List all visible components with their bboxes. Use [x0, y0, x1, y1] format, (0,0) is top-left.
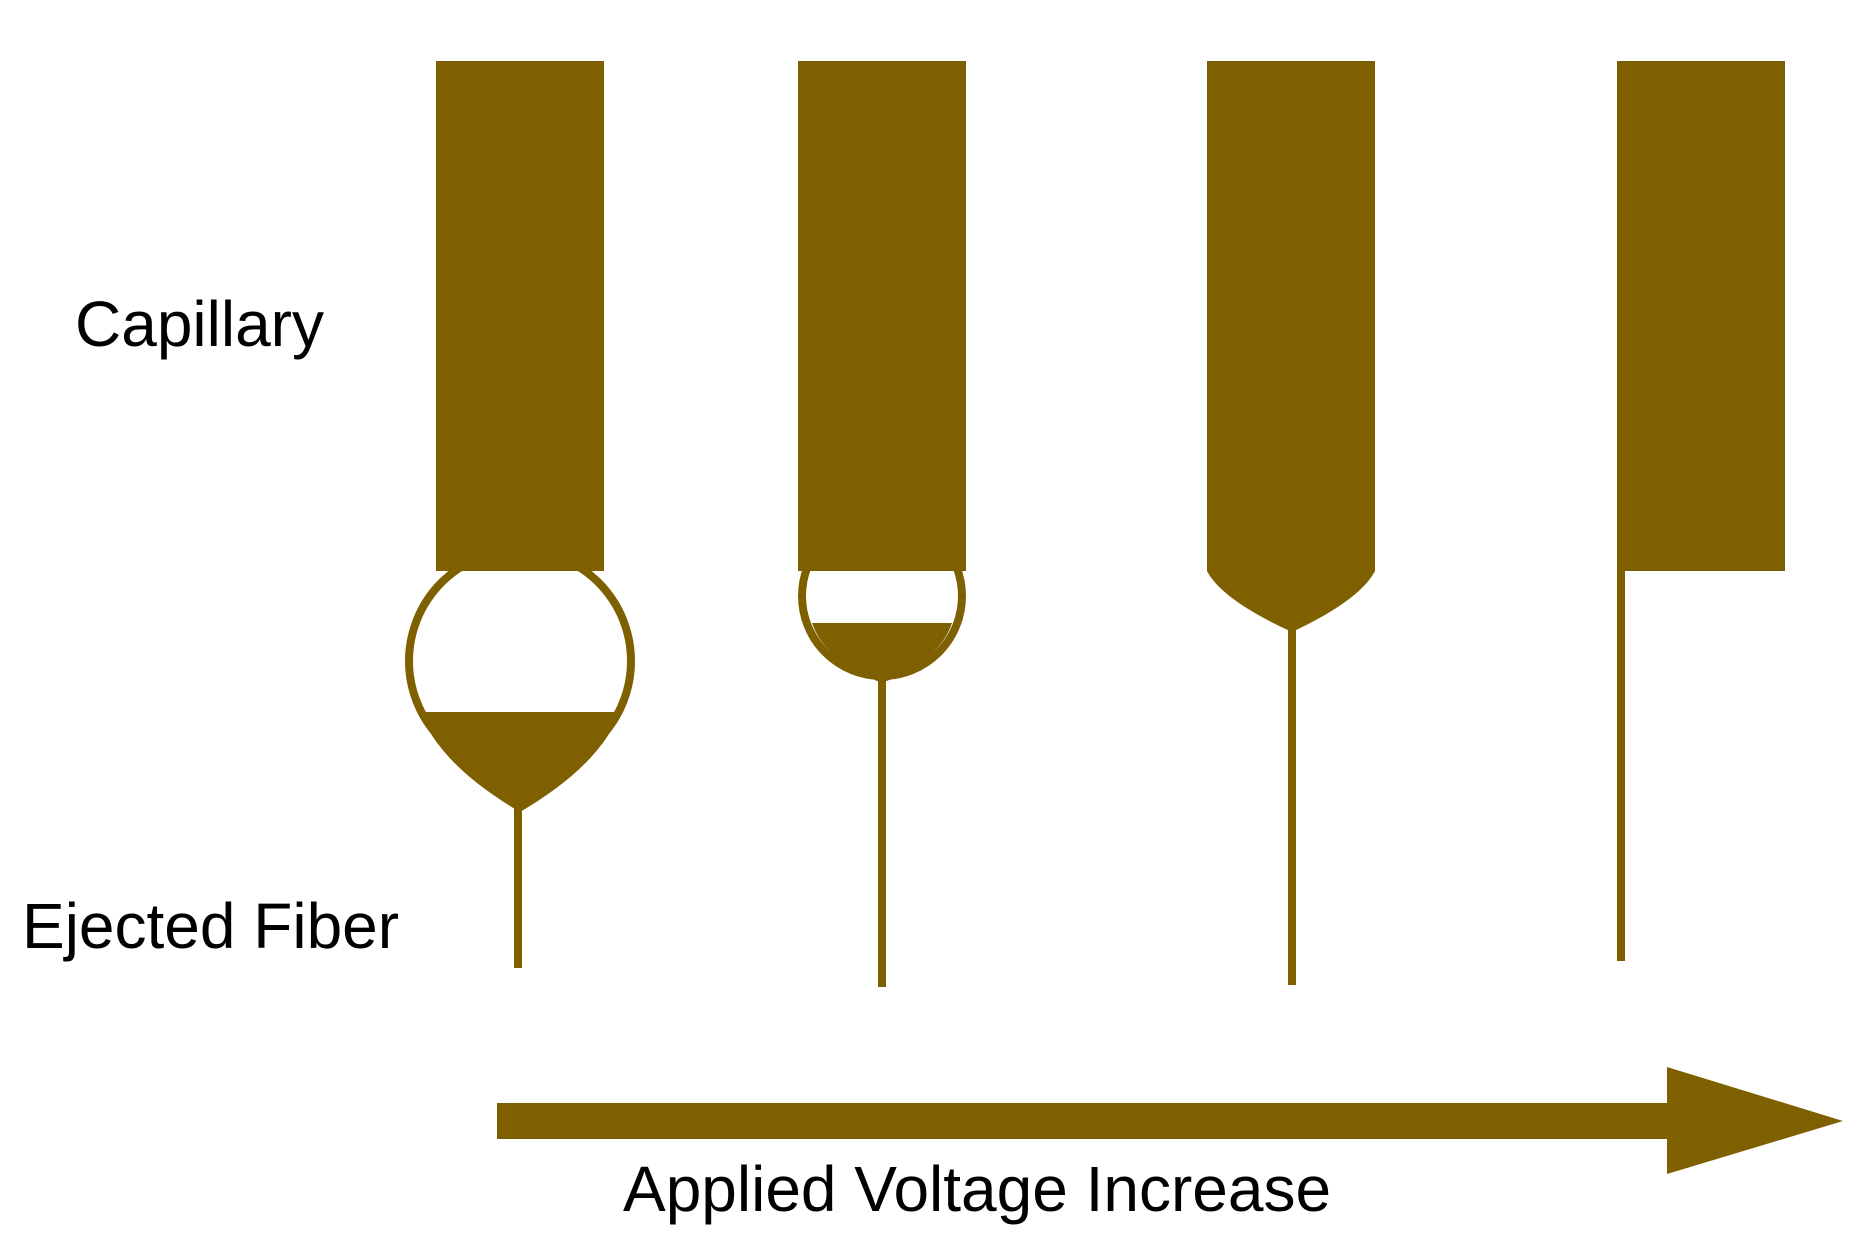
- stage-1: [405, 61, 635, 968]
- ejected-fiber-1: [514, 805, 522, 968]
- voltage-arrow: [497, 1067, 1843, 1174]
- arrow-head: [1667, 1067, 1843, 1174]
- capillary-tube-4: [1617, 61, 1785, 571]
- droplet-fill-1: [420, 712, 620, 812]
- ejected-fiber-3: [1288, 628, 1296, 985]
- stage-2: [798, 61, 966, 987]
- arrow-shaft: [497, 1103, 1672, 1139]
- capillary-tube-2: [798, 61, 966, 571]
- capillary-tube-3: [1207, 61, 1375, 632]
- voltage-axis-label: Applied Voltage Increase: [623, 1153, 1331, 1225]
- ejected-fiber-2: [878, 680, 886, 987]
- capillary-tube-1: [436, 61, 604, 571]
- stage-4: [1617, 61, 1785, 961]
- stage-3: [1207, 61, 1375, 985]
- ejected-fiber-label: Ejected Fiber: [22, 890, 399, 962]
- droplet-fill-2: [812, 623, 952, 683]
- capillary-label: Capillary: [75, 288, 324, 360]
- ejected-fiber-4: [1617, 571, 1625, 961]
